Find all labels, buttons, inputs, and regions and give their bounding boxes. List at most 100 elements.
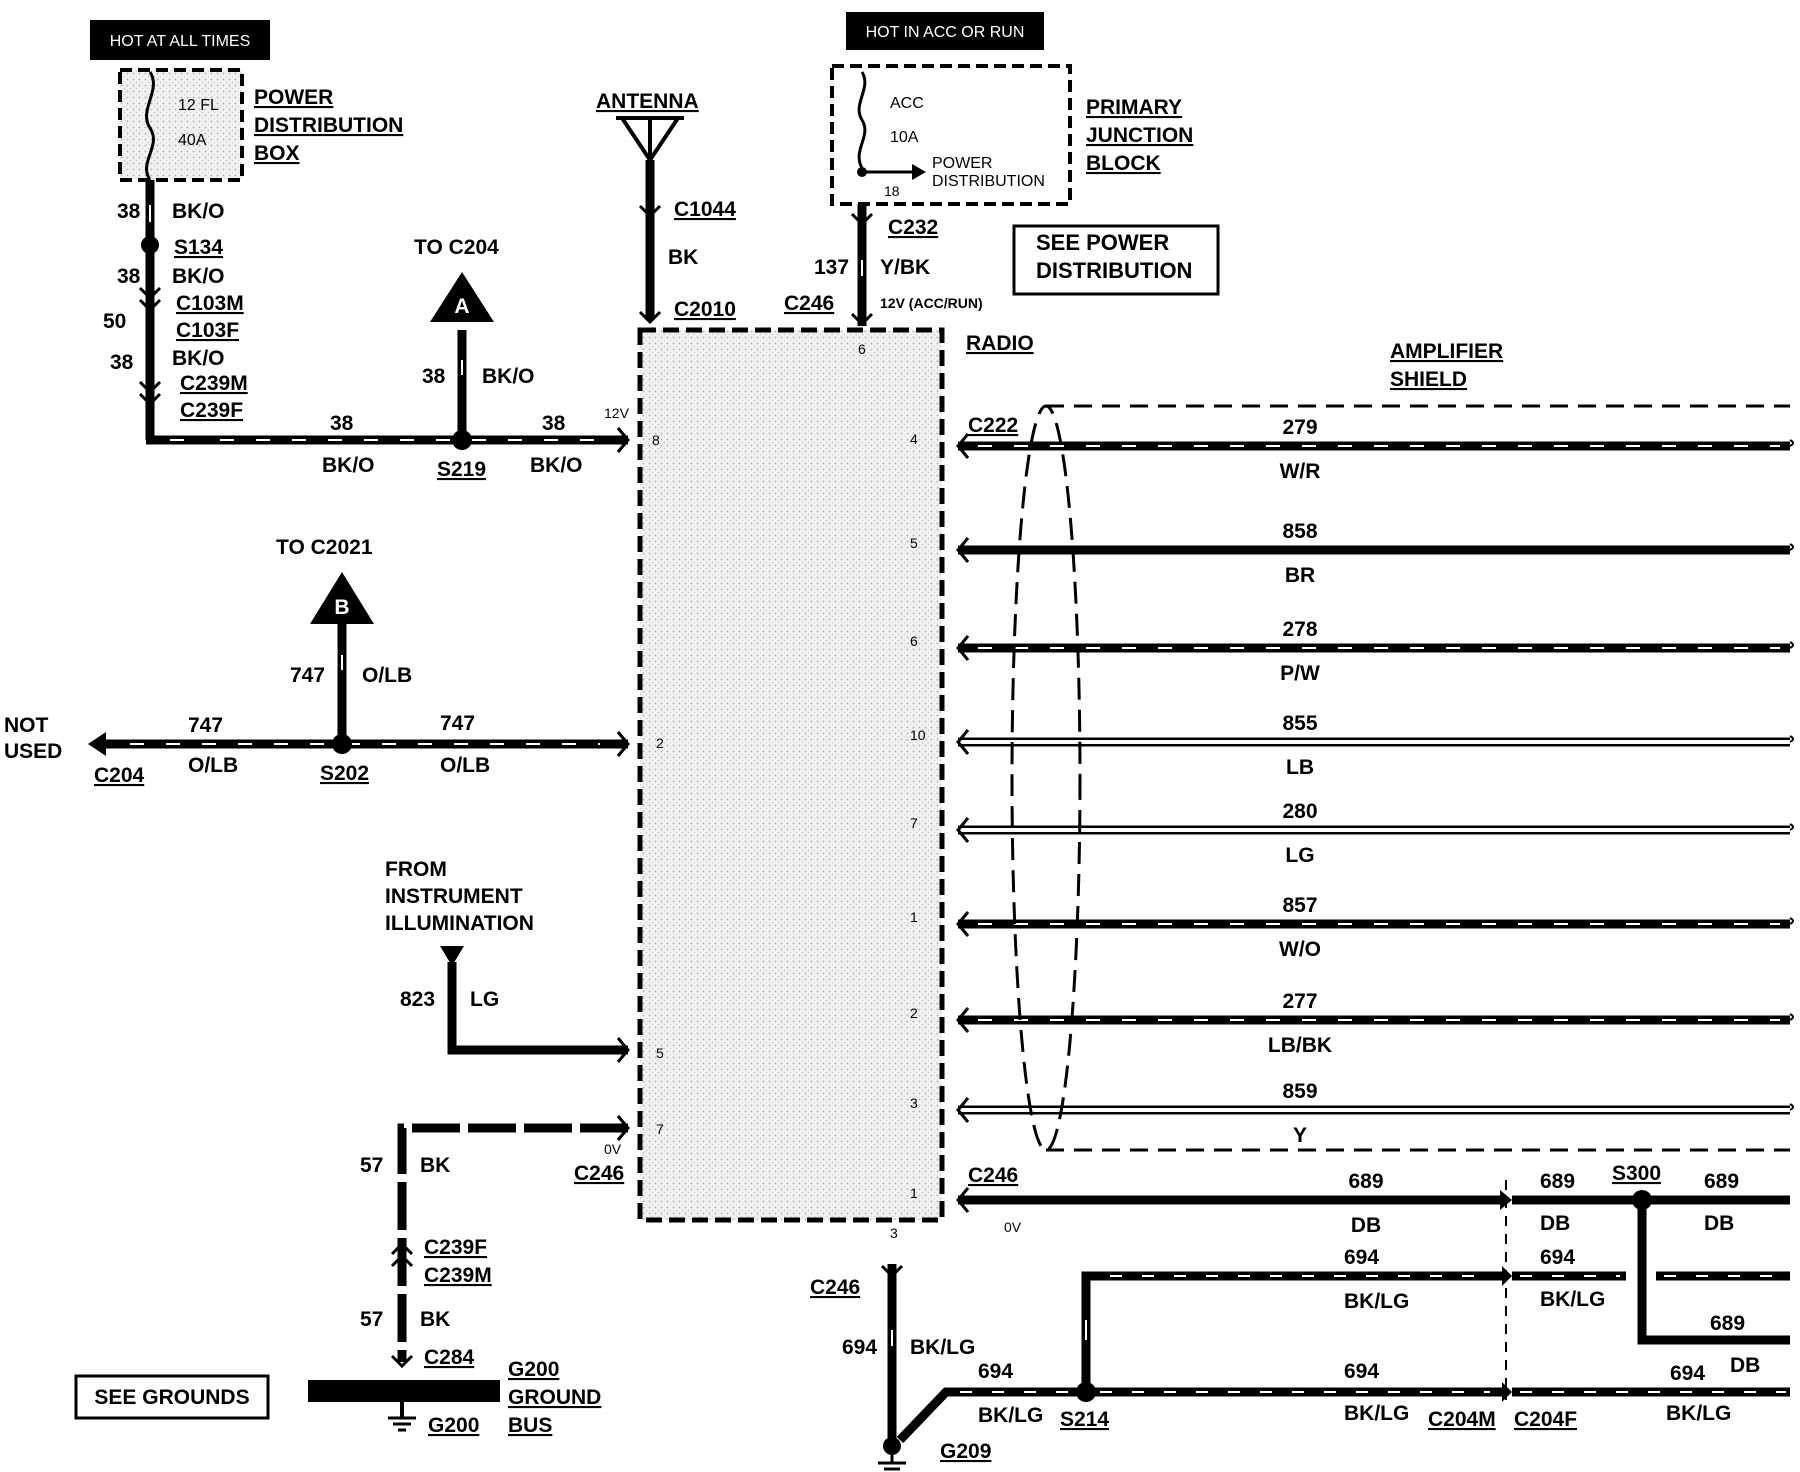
fuse-10a-label: 10A [890,129,919,146]
pjb-label-3: BLOCK [1086,152,1161,175]
color-db-b: DB [1540,1212,1570,1235]
pd-label-2: DISTRIBUTION [932,173,1045,190]
circuit-38-b: 38 [117,265,141,288]
arrow-to-c204: A [430,272,494,322]
to-c204-label: TO C204 [414,236,499,259]
hot-acc-run-tag: HOT IN ACC OR RUN [846,12,1044,50]
wire-57-bk [390,1115,630,1369]
wire-694-bklg-down [878,1264,1086,1471]
not-used-label-2: USED [4,740,62,763]
circuit-689-b: 689 [1540,1170,1575,1193]
color-bko-f: BK/O [530,454,583,477]
from-label-2: INSTRUMENT [385,885,523,908]
amplifier-shield [1010,404,1790,1152]
radio-pin-6: 6 [858,341,866,357]
power-distribution-box: 12 FL 40A POWER DISTRIBUTION BOX [118,68,403,182]
hot-acc-run-label: HOT IN ACC OR RUN [866,24,1025,41]
connector-c239 [138,380,162,395]
s202-label: S202 [320,762,369,785]
circuit-694-d: 694 [1344,1360,1379,1383]
output-wire-color: Y [1293,1124,1307,1147]
circuit-57-b: 57 [360,1308,383,1331]
circuit-38-c: 38 [110,351,134,374]
wire-38-bko-horizontal [146,330,630,453]
primary-junction-block: ACC 10A POWER DISTRIBUTION 18 [830,64,1072,206]
s134-label: S134 [174,236,223,259]
wire-823-lg [440,946,630,1063]
arrow-to-c2021: B [310,572,374,624]
circuit-689-c: 689 [1704,1170,1739,1193]
color-bk-57-a: BK [420,1154,450,1177]
c1044-label: C1044 [674,198,736,221]
g200-label: G200 [508,1358,559,1381]
fuse-12-label: 12 FL [178,97,219,114]
s214-label: S214 [1060,1408,1109,1431]
circuit-694-f: 694 [1670,1362,1705,1385]
from-label-3: ILLUMINATION [385,912,534,935]
circuit-38-e: 38 [330,412,354,435]
radio-label: RADIO [966,332,1034,355]
radio-pin-8: 8 [652,432,660,448]
output-wire-color: P/W [1280,662,1320,685]
c204m-label: C204M [1428,1408,1496,1431]
color-bk-57-b: BK [420,1308,450,1331]
color-bko-a: BK/O [172,200,225,223]
c2010-label: C2010 [674,298,736,321]
pjb-label-2: JUNCTION [1086,124,1193,147]
connector-c239-bottom [390,1241,414,1256]
color-db-d: DB [1730,1354,1760,1377]
pd-num-label: 18 [884,183,900,199]
radio-output-pin: 6 [910,633,918,649]
output-circuit-number: 279 [1282,416,1317,439]
c204-label: C204 [94,764,145,787]
s300-label: S300 [1612,1162,1661,1185]
radio-output-pin: 7 [910,815,918,831]
output-circuit-number: 857 [1282,894,1317,917]
radio-output-pin: 1 [910,1185,918,1201]
fuse-icon [145,71,155,181]
output-circuit-number: 280 [1282,800,1317,823]
color-bklg-f: BK/LG [1666,1402,1731,1425]
c232-label: C232 [888,216,938,239]
output-0v-label: 0V [1004,1219,1022,1235]
color-olb-a: O/LB [362,664,412,687]
color-bklg-d: BK/LG [1344,1402,1409,1425]
radio-output-pin: 10 [910,727,926,743]
radio-output-pin: 2 [910,1005,918,1021]
wire-137-ybk [850,204,874,327]
hot-at-all-times-tag: HOT AT ALL TIMES [90,20,270,60]
arrow-a-label: A [454,295,469,318]
pdb-label-1: POWER [254,86,333,109]
c284-label: C284 [424,1346,475,1369]
ground-label: GROUND [508,1386,601,1409]
amplifier-label-1: AMPLIFIER [1390,340,1503,363]
output-circuit-number: 278 [1282,618,1317,641]
acc-label: ACC [890,95,924,112]
c103f-label: C103F [176,319,239,342]
color-ybk: Y/BK [880,256,930,279]
amplifier-label-2: SHIELD [1390,368,1467,391]
c239m-bottom-label: C239M [424,1264,492,1287]
circuit-38-f: 38 [542,412,566,435]
see-grounds-box: SEE GROUNDS [74,1374,270,1420]
color-bko-c: BK/O [172,347,225,370]
see-power-distribution-box: SEE POWER DISTRIBUTION [1012,224,1220,296]
circuit-747-b: 747 [188,714,223,737]
pd-label-1: POWER [932,155,992,172]
fuse-40a-label: 40A [178,132,207,149]
g200-bottom-label: G200 [428,1414,479,1437]
radio-output-pin: 4 [910,431,918,447]
output-circuit-number: 859 [1282,1080,1317,1103]
radio-module: 6 8 2 5 7 3 [637,327,945,1241]
wire-38-bko-vertical [138,180,162,440]
not-used-label-1: NOT [4,714,49,737]
radio-pin-2: 2 [656,735,664,751]
